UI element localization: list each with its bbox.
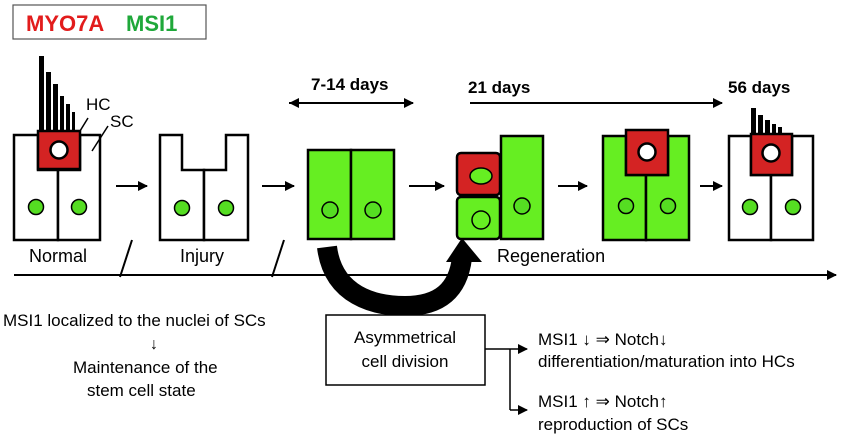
legend-myo7a: MYO7A — [26, 11, 104, 36]
hc-pointer-line — [79, 117, 89, 132]
label-21-days: 21 days — [468, 78, 530, 97]
stereocilia-56-days — [751, 108, 782, 138]
hair-cell-nucleus-normal — [49, 140, 69, 160]
sc-pointer-line — [91, 125, 109, 152]
label-56-days: 56 days — [728, 78, 790, 97]
curved-division-arrowhead — [446, 238, 482, 262]
support-cell-left-injury — [158, 133, 206, 242]
cell-group-proliferation — [306, 148, 396, 241]
new-hc-nucleus-21d — [469, 167, 493, 185]
sc-nucleus-injury-right — [217, 199, 235, 217]
legend-msi1: MSI1 — [126, 11, 177, 36]
sc-neighbor-21d — [499, 134, 545, 241]
cell-group-injury — [158, 133, 250, 242]
label-sc: SC — [110, 112, 134, 131]
note-down-arrow: ↓ — [150, 336, 158, 353]
support-cell-right-injury — [202, 133, 250, 242]
outcomes: MSI1 ↓ ⇒ Notch↓ differentiation/maturati… — [538, 330, 795, 434]
stereocilia-normal — [39, 56, 75, 136]
division-box-line-2: cell division — [362, 352, 449, 371]
stage-label-injury: Injury — [180, 246, 224, 266]
sc-nucleus-normal-right — [70, 198, 88, 216]
label-7-14-days: 7-14 days — [311, 75, 389, 94]
sc-nucleus-normal-left — [27, 198, 45, 216]
stage-label-normal: Normal — [29, 246, 87, 266]
hc-nucleus-56-days — [761, 143, 781, 163]
legend-box — [12, 4, 207, 40]
division-box-line-1: Asymmetrical — [354, 328, 456, 347]
sc-nucleus-56-left — [741, 198, 759, 216]
daughter-sc-nucleus-21d — [471, 210, 491, 230]
cell-group-maturation — [601, 128, 691, 242]
sc-proliferating-left — [306, 148, 353, 241]
cell-group-division — [455, 134, 545, 241]
cell-group-normal: HC SC — [12, 56, 134, 242]
sc-nucleus-prolif-right — [364, 201, 382, 219]
stage-label-regeneration: Regeneration — [497, 246, 605, 266]
hc-nucleus-maturation — [637, 142, 657, 162]
note-line-3: stem cell state — [87, 381, 196, 400]
label-hc: HC — [86, 95, 111, 114]
left-note: MSI1 localized to the nuclei of SCs ↓ Ma… — [3, 311, 266, 400]
sc-nucleus-prolif-left — [321, 201, 339, 219]
outcome-down-line-1: MSI1 ↓ ⇒ Notch↓ — [538, 330, 668, 349]
curved-division-arrow — [317, 245, 472, 317]
sc-nucleus-maturation-right — [659, 197, 677, 215]
separator-2 — [271, 239, 285, 278]
note-line-1: MSI1 localized to the nuclei of SCs — [3, 311, 266, 330]
note-line-2: Maintenance of the — [73, 358, 218, 377]
legend: MYO7A MSI1 — [12, 4, 207, 40]
division-box-frame — [325, 314, 486, 386]
sc-nucleus-injury-left — [173, 199, 191, 217]
sc-nucleus-56-right — [784, 198, 802, 216]
sc-proliferating-right — [349, 148, 396, 241]
sc-neighbor-nucleus-21d — [513, 197, 531, 215]
separator-1 — [119, 239, 133, 278]
sc-nucleus-maturation-left — [617, 197, 635, 215]
division-box: Asymmetrical cell division — [325, 314, 486, 386]
outcome-up-line-2: reproduction of SCs — [538, 415, 688, 434]
outcome-up-line-1: MSI1 ↑ ⇒ Notch↑ — [538, 392, 668, 411]
cell-group-56-days — [727, 108, 815, 242]
outcome-down-line-2: differentiation/maturation into HCs — [538, 352, 795, 371]
